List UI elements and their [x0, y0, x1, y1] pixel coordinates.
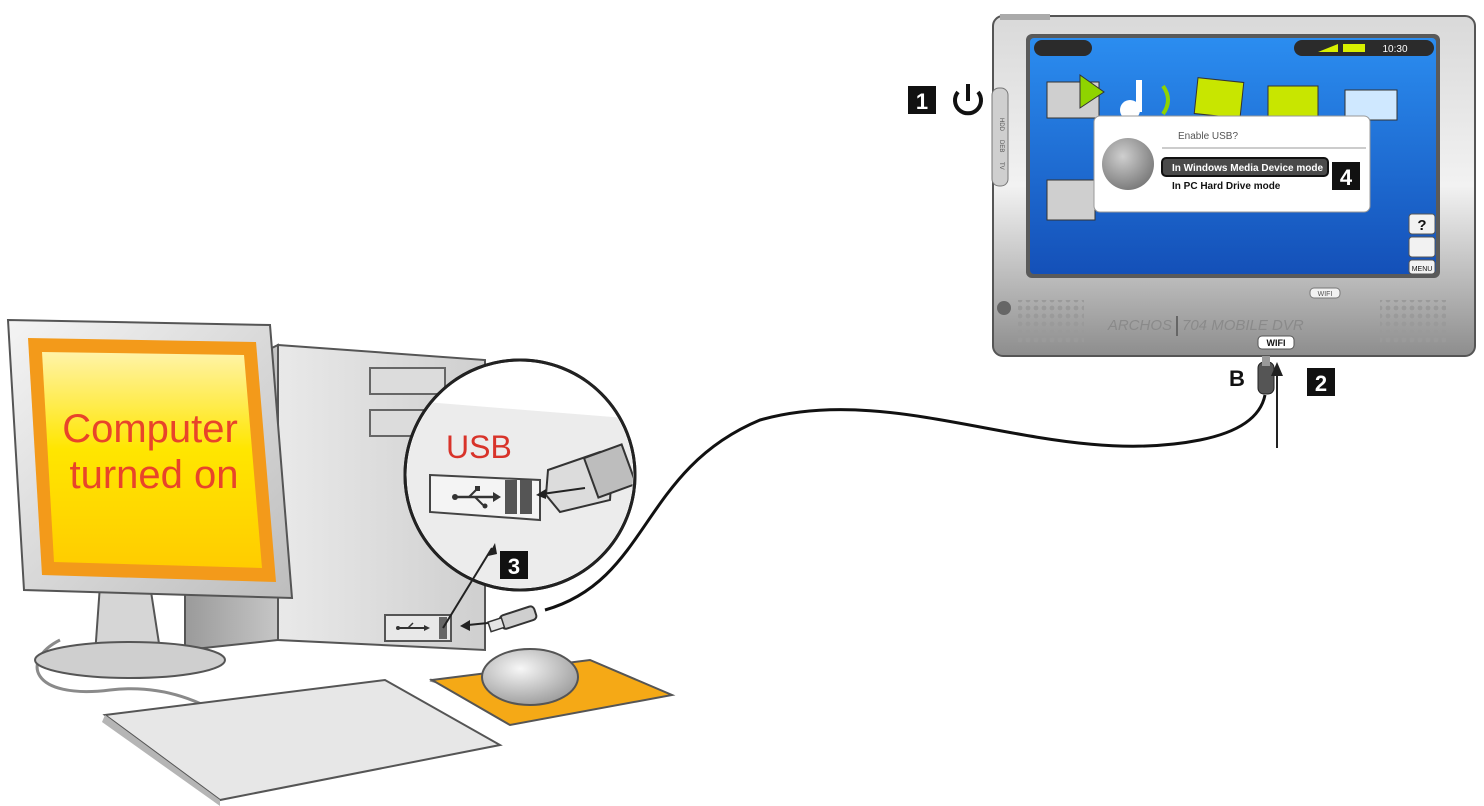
- step3-box: [500, 551, 528, 579]
- usb-symbol-large-icon: [452, 486, 501, 509]
- help-glyph: ?: [1417, 217, 1426, 234]
- dialog-option-windows-media[interactable]: In Windows Media Device mode: [1172, 163, 1323, 174]
- keyboard: [102, 678, 503, 806]
- step4-number: 4: [1340, 165, 1353, 190]
- mouse: [481, 648, 579, 706]
- speaker-left: [1018, 300, 1084, 344]
- help-button[interactable]: [1408, 213, 1436, 235]
- device-led: [997, 301, 1011, 315]
- battery-icon: [1343, 44, 1365, 52]
- dialog-title: Enable USB?: [1178, 131, 1238, 142]
- device-model: 704 MOBILE DVR: [1182, 317, 1304, 334]
- monitor-base: [34, 641, 226, 679]
- usb-label: USB: [446, 429, 512, 465]
- photo-app-icon: [1193, 77, 1245, 119]
- step3-number: 3: [508, 554, 520, 579]
- screen-topbar-left: [1034, 40, 1092, 56]
- volume-button[interactable]: [1408, 236, 1436, 258]
- computer-screen-line2: turned on: [69, 453, 238, 497]
- tv-app-icon: [1267, 85, 1319, 117]
- menu-button[interactable]: [1408, 259, 1436, 275]
- usb-port-zoom-circle: [403, 358, 637, 592]
- step3-arrow-up: [442, 547, 493, 629]
- power-icon: [953, 84, 983, 116]
- side-label-tv: TV: [998, 162, 1004, 170]
- wifi-label-bottom: WIFI: [1267, 338, 1286, 348]
- wifi-label-top: WIFI: [1318, 291, 1333, 298]
- step4-box: [1332, 162, 1360, 190]
- step2-box: [1307, 368, 1335, 396]
- question-icon: [1102, 138, 1154, 190]
- device-usb-connector: [1257, 356, 1275, 395]
- clock: 10:30: [1382, 44, 1407, 55]
- menu-label: MENU: [1412, 266, 1433, 273]
- speaker-right: [1380, 300, 1446, 344]
- dialog-option-pc-hard-drive[interactable]: In PC Hard Drive mode: [1172, 181, 1281, 192]
- step1-number: 1: [916, 89, 928, 114]
- step1-box: [908, 86, 936, 114]
- device-brand: ARCHOS: [1107, 317, 1172, 334]
- option-wmd-highlight[interactable]: [1161, 157, 1329, 177]
- drive-bay-1: [369, 367, 446, 395]
- usb-plug-small: [487, 605, 538, 633]
- computer-screen-line1: Computer: [62, 407, 238, 451]
- music-app-icon: [1120, 100, 1140, 120]
- signal-icon: [1318, 44, 1338, 52]
- side-label-deb: DEB: [998, 140, 1004, 152]
- folder-app-icon: [1344, 89, 1398, 121]
- computer-monitor: [6, 318, 294, 679]
- usb-cable: [487, 394, 1267, 633]
- usb-symbol-icon: [396, 622, 430, 631]
- desktop-computer: [6, 318, 676, 806]
- step2-number: 2: [1315, 371, 1327, 396]
- archos-device: [991, 14, 1476, 357]
- enable-usb-dialog: [1093, 115, 1371, 213]
- side-label-hdd: HDD: [998, 118, 1004, 132]
- side-button-strip[interactable]: [991, 87, 1009, 187]
- clip-app-icon: [1046, 179, 1096, 221]
- connector-glyph: B: [1229, 366, 1245, 391]
